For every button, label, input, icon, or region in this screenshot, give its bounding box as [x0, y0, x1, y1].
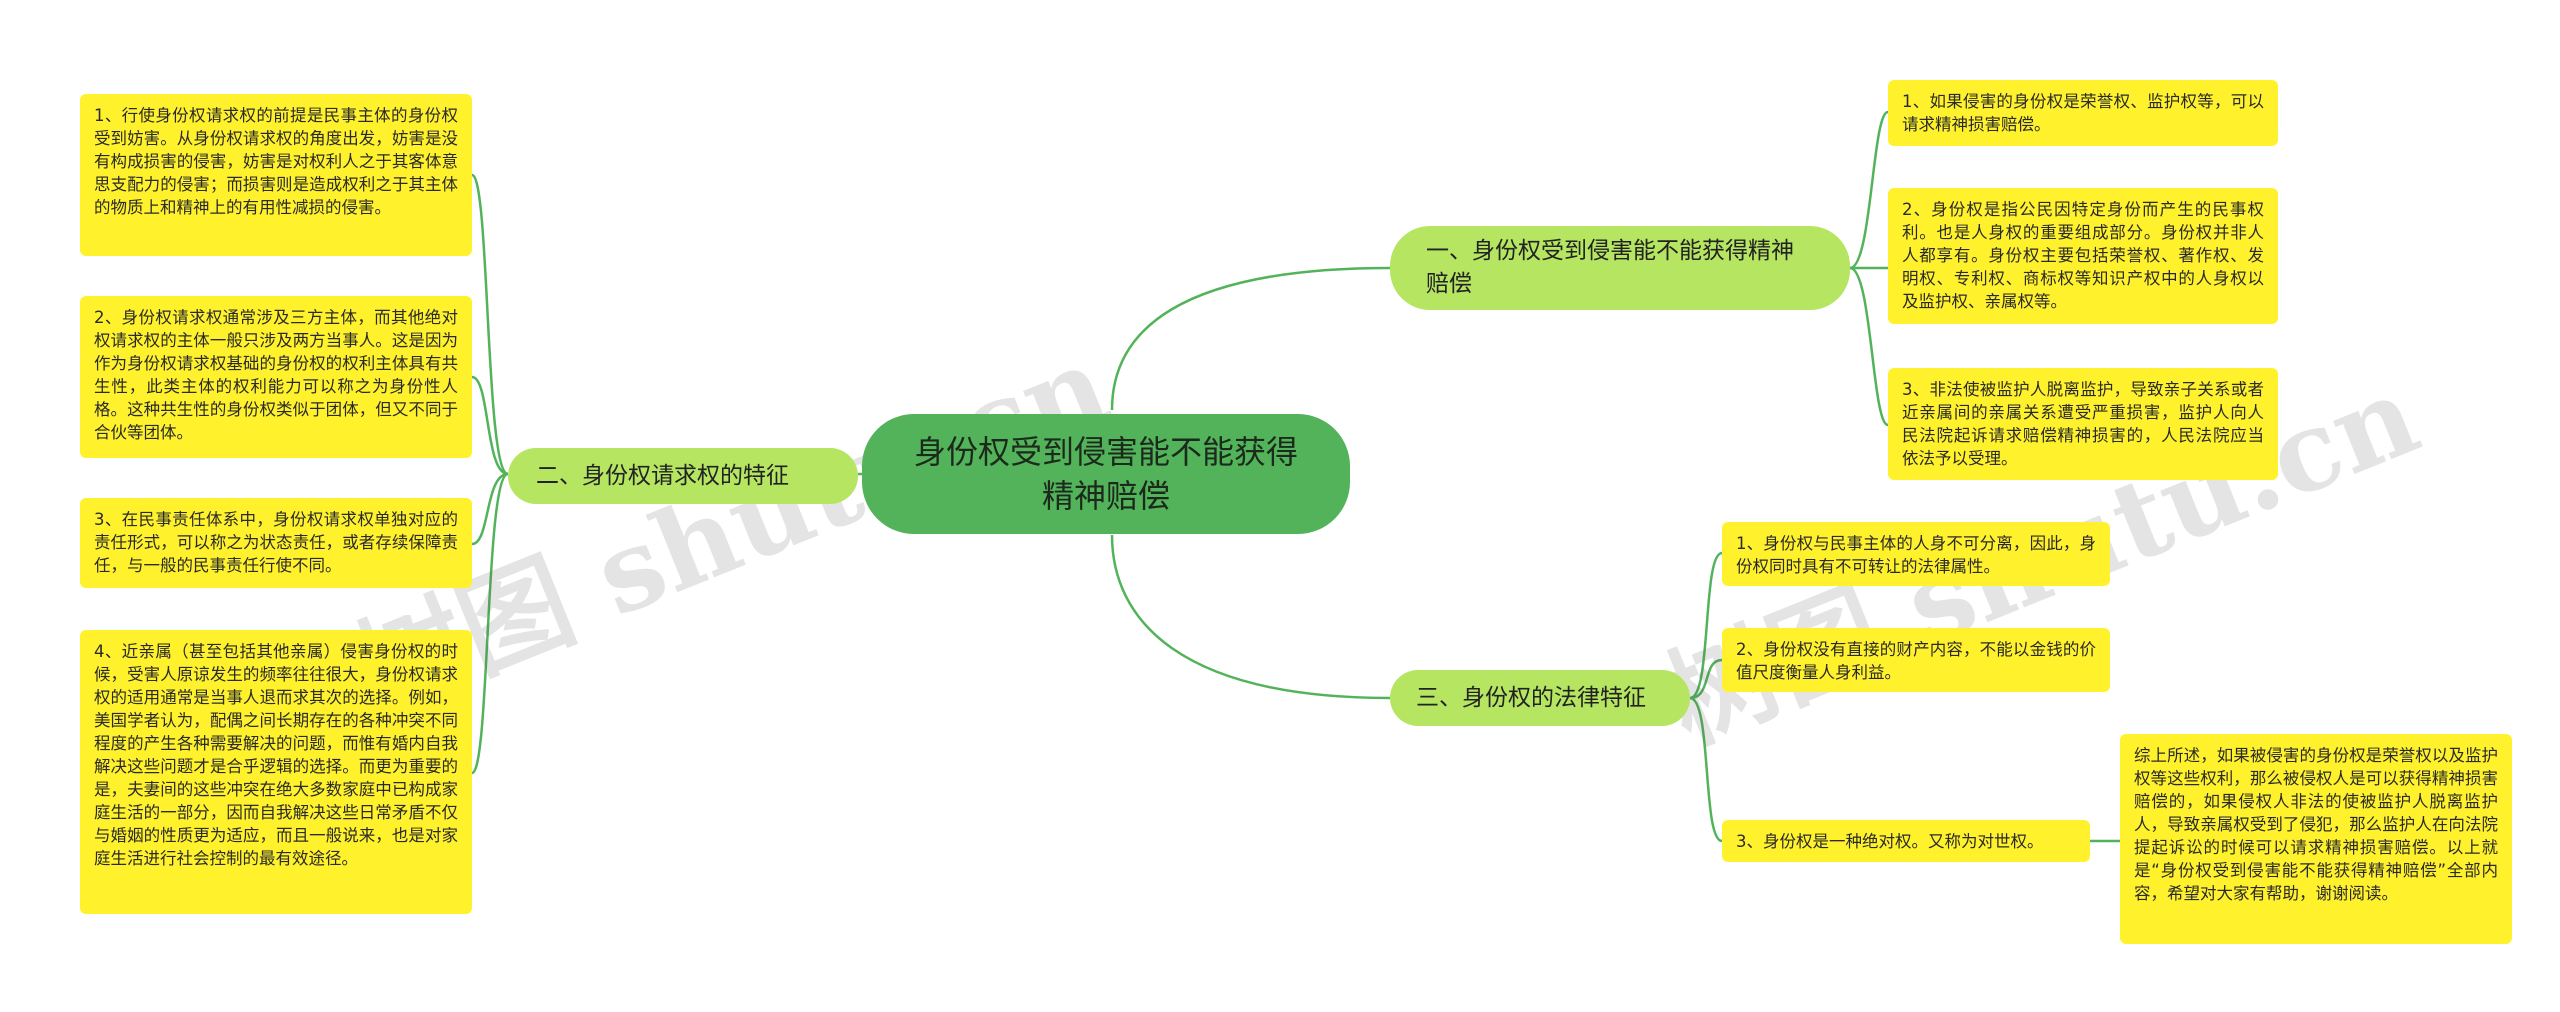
- leaf-node-b1-2[interactable]: 2、身份权是指公民因特定身份而产生的民事权利。也是人身权的重要组成部分。身份权并…: [1888, 188, 2278, 324]
- leaf-node-b1-1[interactable]: 1、如果侵害的身份权是荣誉权、监护权等，可以请求精神损害赔偿。: [1888, 80, 2278, 146]
- branch-node-1[interactable]: 一、身份权受到侵害能不能获得精神赔偿: [1390, 226, 1850, 310]
- branch-node-3[interactable]: 三、身份权的法律特征: [1390, 670, 1690, 726]
- edge-b2-l2: [471, 375, 509, 476]
- edge-root-b3: [1110, 534, 1391, 700]
- edge-b3-l1: [1689, 551, 1723, 700]
- leaf-node-b2-1[interactable]: 1、行使身份权请求权的前提是民事主体的身份权受到妨害。从身份权请求权的角度出发，…: [80, 94, 472, 256]
- leaf-node-b2-4[interactable]: 4、近亲属（甚至包括其他亲属）侵害身份权的时候，受害人原谅发生的频率往往很大，身…: [80, 630, 472, 914]
- leaf-node-b3-3[interactable]: 3、身份权是一种绝对权。又称为对世权。: [1722, 820, 2090, 862]
- edge-b1-l3: [1849, 266, 1889, 427]
- branch-node-2[interactable]: 二、身份权请求权的特征: [508, 448, 858, 504]
- edge-root-b1: [1110, 266, 1391, 411]
- edge-b3-l3: [1689, 696, 1723, 843]
- leaf-node-b2-3[interactable]: 3、在民事责任体系中，身份权请求权单独对应的责任形式，可以称之为状态责任，或者存…: [80, 498, 472, 588]
- edge-b3-l2: [1689, 658, 1723, 700]
- leaf-node-b1-3[interactable]: 3、非法使被监护人脱离监护，导致亲子关系或者近亲属间的亲属关系遭受严重损害，监护…: [1888, 368, 2278, 480]
- edge-b2-l4: [470, 472, 509, 775]
- edge-b2-l1: [470, 173, 509, 476]
- leaf-node-b3-2[interactable]: 2、身份权没有直接的财产内容，不能以金钱的价值尺度衡量人身利益。: [1722, 628, 2110, 692]
- root-node[interactable]: 身份权受到侵害能不能获得精神赔偿: [862, 414, 1350, 534]
- leaf-node-b3-1[interactable]: 1、身份权与民事主体的人身不可分离，因此，身份权同时具有不可转让的法律属性。: [1722, 522, 2110, 586]
- edge-b1-l1: [1849, 110, 1889, 270]
- edge-b2-l3: [471, 472, 509, 546]
- summary-node[interactable]: 综上所述，如果被侵害的身份权是荣誉权以及监护权等这些权利，那么被侵权人是可以获得…: [2120, 734, 2512, 944]
- leaf-node-b2-2[interactable]: 2、身份权请求权通常涉及三方主体，而其他绝对权请求权的主体一般只涉及两方当事人。…: [80, 296, 472, 458]
